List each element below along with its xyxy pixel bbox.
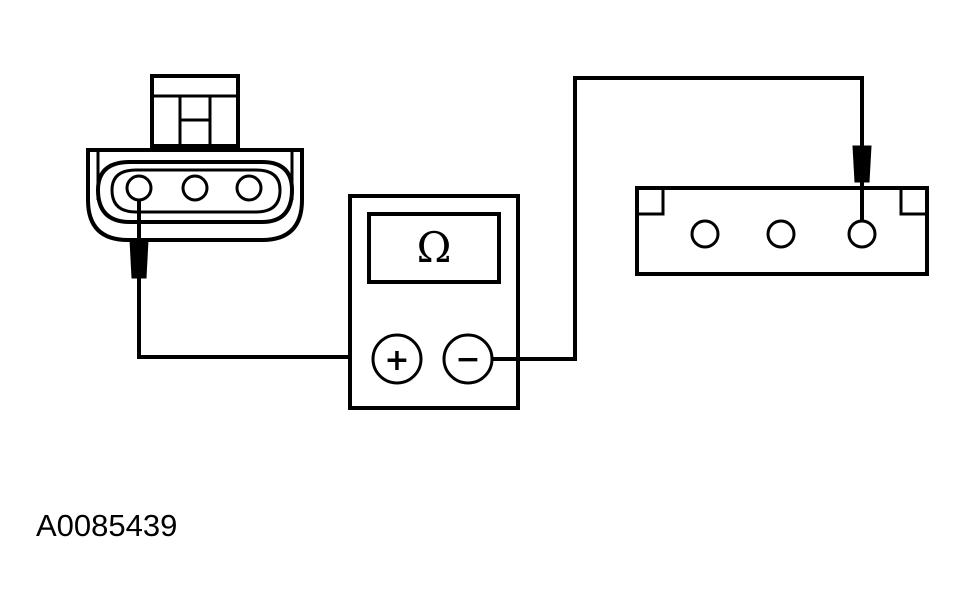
positive-probe (129, 200, 149, 279)
ohm-symbol: Ω (417, 223, 452, 272)
negative-probe (852, 145, 872, 222)
positive-terminal: + (371, 333, 423, 385)
harness-pin-1 (690, 219, 720, 249)
harness-pin-2 (766, 219, 796, 249)
connector-pin-1 (125, 174, 153, 202)
ohmmeter-display (367, 212, 501, 284)
positive-lead-wire (137, 278, 374, 359)
connector-pin-2 (181, 174, 209, 202)
negative-lead-wire (492, 76, 864, 361)
connector-inner-shell (95, 160, 295, 224)
connector-locking-tab (150, 74, 240, 148)
connector-pin-3 (235, 174, 263, 202)
negative-terminal-label: − (455, 342, 480, 377)
harness-connector (635, 186, 929, 276)
negative-terminal: − (442, 333, 494, 385)
sensor-connector (86, 74, 304, 242)
positive-terminal-label: + (384, 343, 409, 378)
harness-connector-body (635, 186, 929, 276)
figure-id: A0085439 (36, 508, 178, 543)
harness-pin-3 (847, 219, 877, 249)
ohmmeter: Ω + − (348, 194, 520, 410)
